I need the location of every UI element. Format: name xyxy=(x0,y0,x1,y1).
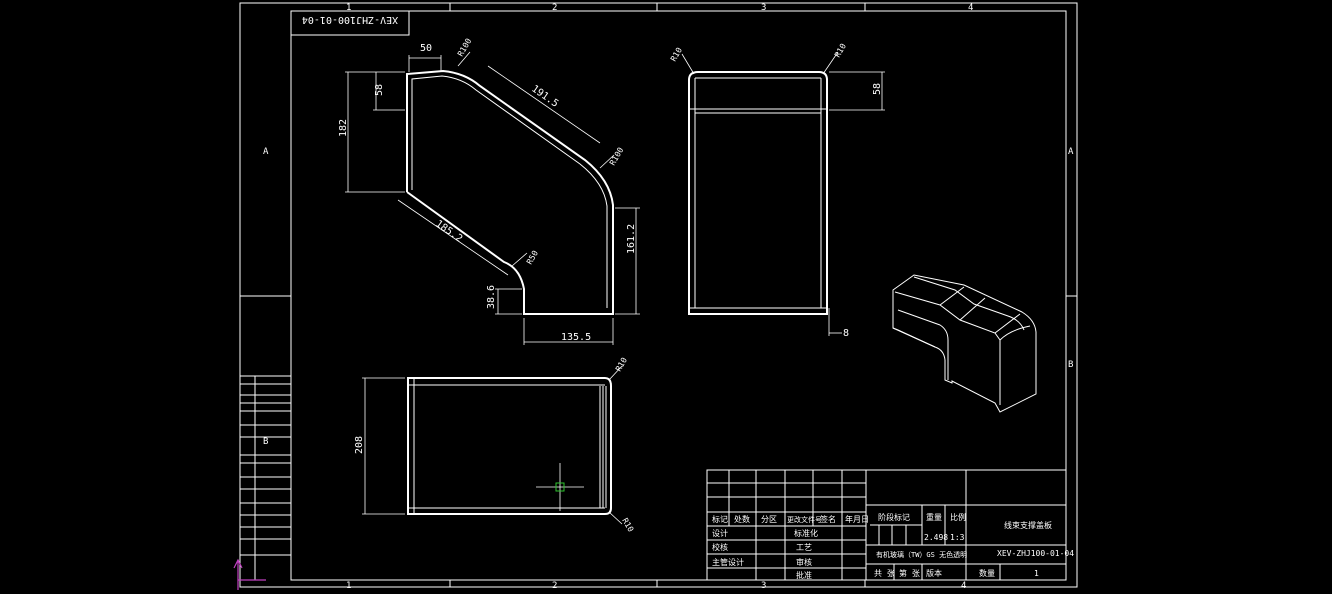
rotated-drawing-code: XEV-ZHJ100-01-04 xyxy=(302,14,398,25)
rev-header-change: 更改文件号 xyxy=(787,515,822,524)
zone-bottom-2: 2 xyxy=(552,581,557,590)
zone-right-b: B xyxy=(1068,360,1073,370)
dim-height-foot: 38.6 xyxy=(486,285,497,309)
top-view xyxy=(362,365,623,525)
dim-height-front: 58 xyxy=(872,83,883,95)
row-review: 审核 xyxy=(796,557,812,567)
ucs-axis-icon xyxy=(233,558,266,590)
zone-top-3: 3 xyxy=(761,3,766,13)
weight-value: 2.498 xyxy=(924,533,948,542)
qty-label: 数量 xyxy=(979,568,995,578)
row-process: 工艺 xyxy=(796,543,812,552)
zone-top-1: 1 xyxy=(346,3,351,13)
dim-height-plan: 208 xyxy=(354,436,365,454)
scale-value: 1:3 xyxy=(950,533,965,542)
dim-width-top: 50 xyxy=(420,43,432,54)
row-approve: 批准 xyxy=(796,570,812,580)
drawing-number: XEV-ZHJ100-01-04 xyxy=(997,549,1074,558)
zone-left-b: B xyxy=(263,437,268,447)
footer-version: 版本 xyxy=(926,568,942,578)
scale-header: 比例 xyxy=(950,512,966,522)
rev-header-sign: 签名 xyxy=(820,514,836,524)
dim-r-mid: R100 xyxy=(608,146,626,167)
dim-height-right: 161.2 xyxy=(626,224,637,254)
title-block xyxy=(706,469,1067,581)
zone-right-a: A xyxy=(1068,147,1074,157)
dim-height-small: 58 xyxy=(374,84,385,96)
zone-ticks xyxy=(240,3,1077,587)
zone-bottom-1: 1 xyxy=(346,581,351,590)
row-standard: 标准化 xyxy=(794,528,818,538)
row-check: 校核 xyxy=(712,542,728,552)
rev-header-date: 年月日 xyxy=(845,514,869,524)
zone-bottom-4: 4 xyxy=(961,581,966,590)
code-box xyxy=(290,10,410,36)
left-strip xyxy=(240,375,291,580)
front-view xyxy=(681,51,885,336)
footer-sheet-no: 第 张 xyxy=(899,568,920,578)
dim-bottom-width: 135.5 xyxy=(561,332,591,343)
dim-height-left: 182 xyxy=(338,119,349,137)
weight-header: 重量 xyxy=(926,512,942,522)
zone-bottom-3: 3 xyxy=(761,581,766,590)
material: 有机玻璃（TW）GS 无色透明 xyxy=(876,550,967,559)
drawing-name: 线束支撑盖板 xyxy=(1004,520,1052,530)
rev-header-zone: 分区 xyxy=(761,515,777,524)
row-design: 设计 xyxy=(712,528,728,538)
footer-sheets: 共 张 xyxy=(874,569,895,578)
dim-r-bottom: R50 xyxy=(525,249,540,266)
rev-header-count: 处数 xyxy=(734,514,750,524)
row-lead: 主管设计 xyxy=(712,557,744,567)
rev-header-mark: 标记 xyxy=(712,514,728,524)
dim-r-bottom-plan: R10 xyxy=(620,517,635,534)
side-view xyxy=(345,51,640,345)
zone-top-4: 4 xyxy=(968,3,973,13)
dim-r-top-plan: R10 xyxy=(614,356,629,373)
dim-r-right-front: R10 xyxy=(833,42,848,59)
zone-left-a: A xyxy=(263,147,269,157)
qty-value: 1 xyxy=(1034,569,1039,578)
dim-diag-top: 191.5 xyxy=(529,83,560,109)
stage-header: 阶段标记 xyxy=(878,512,910,522)
isometric-view xyxy=(892,274,1037,413)
dim-r-top: R100 xyxy=(456,37,474,58)
outer-frame xyxy=(239,2,1078,588)
zone-top-2: 2 xyxy=(552,3,557,13)
dim-thickness: 8 xyxy=(843,328,849,339)
